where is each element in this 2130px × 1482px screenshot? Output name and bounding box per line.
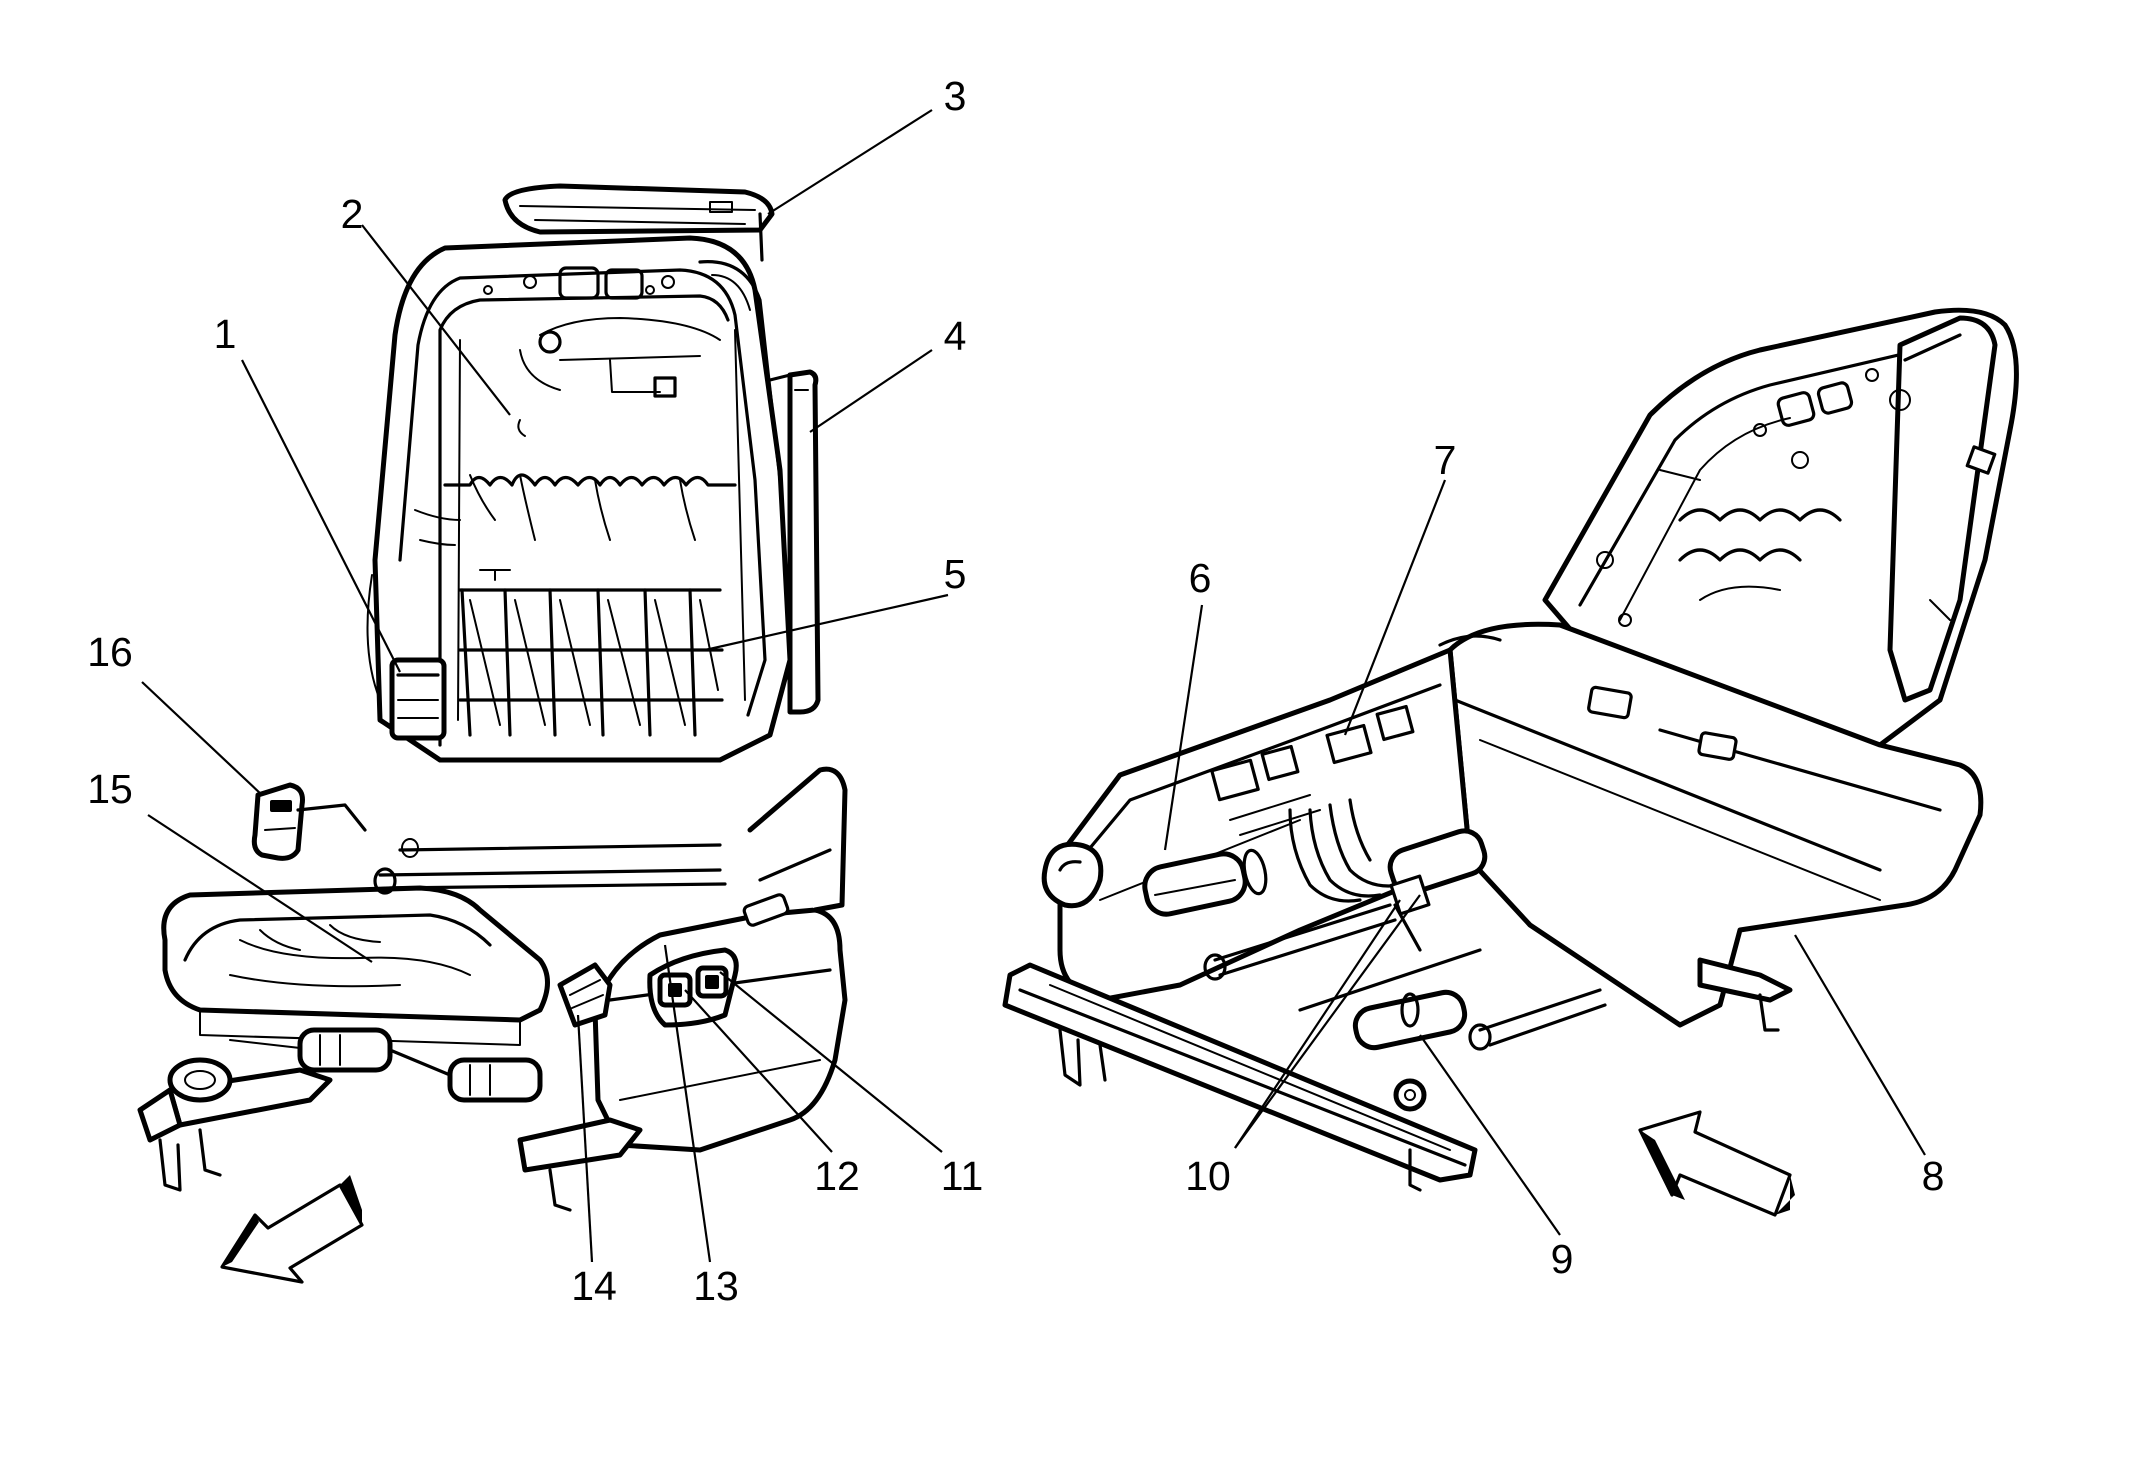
- leader-11: [719, 971, 943, 1153]
- leader-7: [1343, 479, 1447, 736]
- callout-7: 7: [1434, 437, 1457, 483]
- callout-12: 12: [814, 1153, 860, 1199]
- leader-lines: [141, 109, 1926, 1263]
- leader-6: [1163, 604, 1204, 851]
- callout-14: 14: [571, 1263, 617, 1309]
- callout-6: 6: [1189, 555, 1212, 601]
- leader-2: [361, 224, 511, 416]
- leader-13: [663, 944, 712, 1263]
- sinuous-springs: [414, 473, 737, 546]
- seat-front-view: [137, 183, 848, 1212]
- lumbar-module: [389, 657, 447, 741]
- leader-16: [141, 681, 263, 796]
- leader-9: [1419, 1034, 1561, 1236]
- seat-cushion: [161, 838, 727, 1046]
- callout-11: 11: [941, 1153, 984, 1199]
- front-direction-arrow-right: [1638, 1110, 1795, 1217]
- callout-15: 15: [87, 766, 133, 812]
- lumbar-support-panel: [458, 569, 724, 737]
- leader-14: [576, 1014, 594, 1263]
- underside-motors: [1142, 828, 1607, 1112]
- upper-harness: [517, 317, 721, 437]
- leader-4: [809, 349, 933, 433]
- seat-underside-view: [1002, 307, 2019, 1192]
- seat-belt-buckle: [251, 782, 367, 861]
- callout-10: 10: [1185, 1153, 1231, 1199]
- callout-1: 1: [214, 311, 237, 357]
- front-direction-arrow-left: [220, 1175, 364, 1284]
- underside-tracks: [1002, 957, 1793, 1192]
- callout-16: 16: [87, 629, 133, 675]
- upper-frame-cutouts: [483, 266, 675, 300]
- leader-15: [147, 814, 373, 963]
- leader-10b: [1234, 894, 1421, 1149]
- callout-4: 4: [944, 313, 967, 359]
- leader-5: [704, 593, 949, 652]
- callout-2: 2: [341, 191, 364, 237]
- callout-labels: 1 2 3 4 5 6 7 8 9 10 11 12 13 14 15 16: [87, 73, 1944, 1309]
- headrest-top-rail: [502, 183, 775, 262]
- seatback-frame: [366, 235, 793, 763]
- seat-cushion-pad: [1438, 621, 1984, 1028]
- leader-12: [684, 989, 833, 1153]
- seat-tracks: [137, 1027, 643, 1212]
- leader-1: [241, 359, 401, 673]
- leader-3: [767, 109, 933, 215]
- leader-10a: [1234, 899, 1401, 1149]
- callout-13: 13: [693, 1263, 739, 1309]
- callout-3: 3: [944, 73, 967, 119]
- callout-9: 9: [1551, 1236, 1574, 1282]
- side-trim-panel: [557, 766, 848, 1153]
- leader-8: [1794, 934, 1926, 1156]
- callout-5: 5: [944, 551, 967, 597]
- callout-8: 8: [1922, 1153, 1945, 1199]
